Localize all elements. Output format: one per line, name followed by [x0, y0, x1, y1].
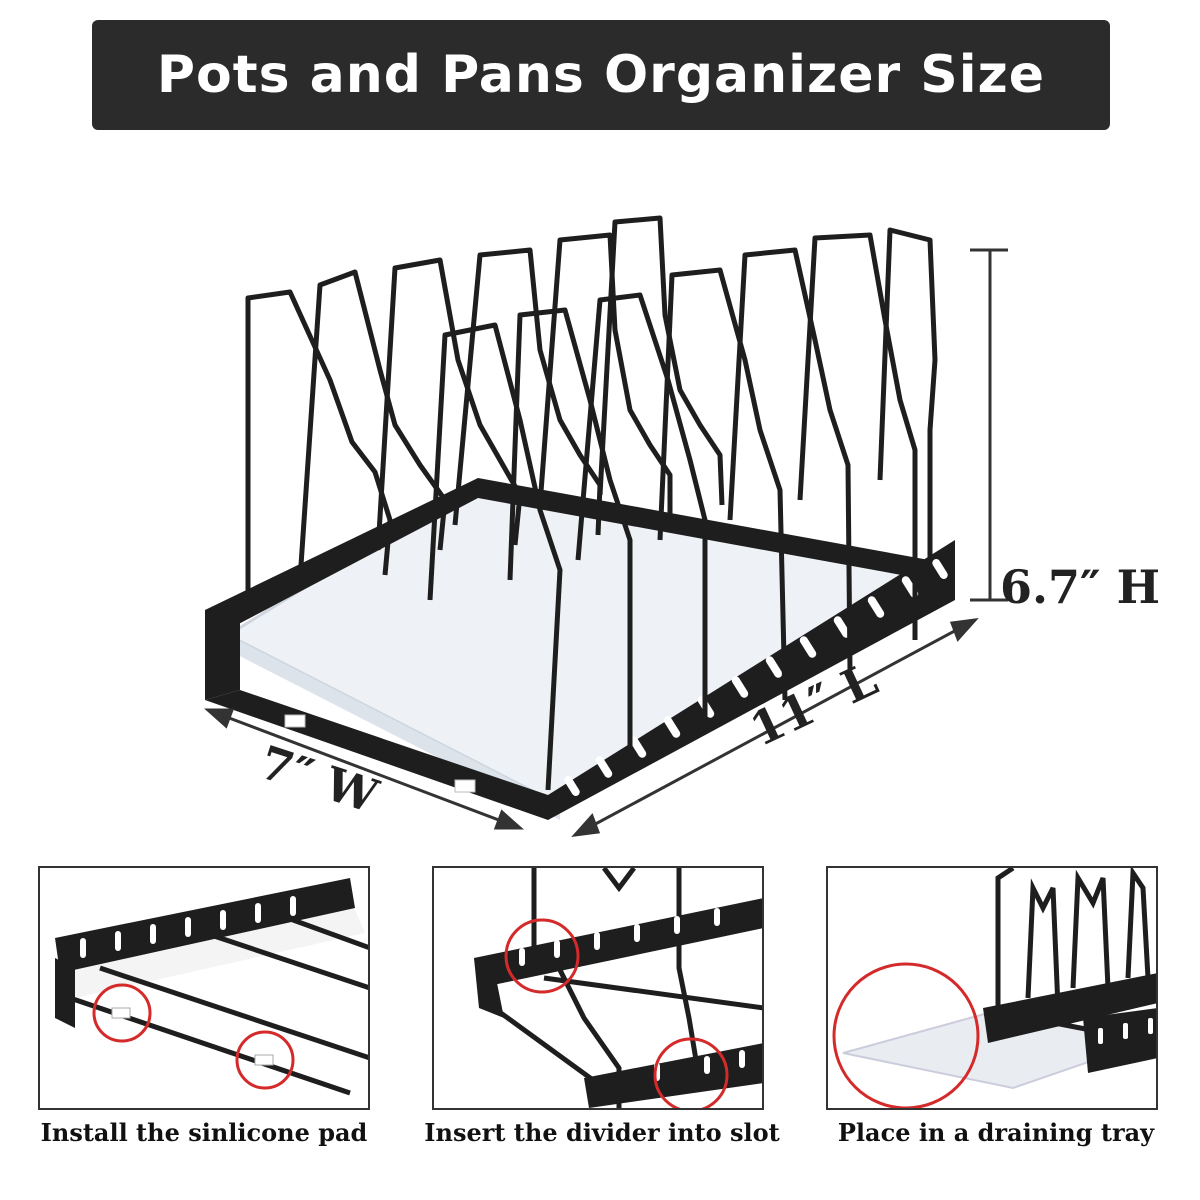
divider-slot-icon [474, 868, 762, 1108]
step-panel-draining-tray [826, 866, 1158, 1110]
product-hero: 6.7″ H [0, 180, 1200, 860]
rack-base-icon [55, 878, 368, 1096]
draining-tray-icon [832, 868, 1156, 1108]
highlight-circle [832, 962, 980, 1108]
highlight-circle [653, 1037, 729, 1108]
page-title: Pots and Pans Organizer Size [156, 45, 1046, 105]
step-caption: Insert the divider into slot [424, 1118, 780, 1147]
step-caption: Install the sinlicone pad [40, 1118, 368, 1147]
highlight-circle [92, 983, 152, 1043]
highlight-circle [235, 1030, 295, 1090]
step-panel-install-pad [38, 866, 370, 1110]
highlight-circle [504, 918, 580, 994]
step-caption: Place in a draining tray [837, 1118, 1155, 1147]
step-panel-insert-divider [432, 866, 764, 1110]
title-banner: Pots and Pans Organizer Size [92, 20, 1110, 130]
dish-rack-icon [204, 215, 1008, 838]
height-label: 6.7″ H [1000, 560, 1161, 614]
